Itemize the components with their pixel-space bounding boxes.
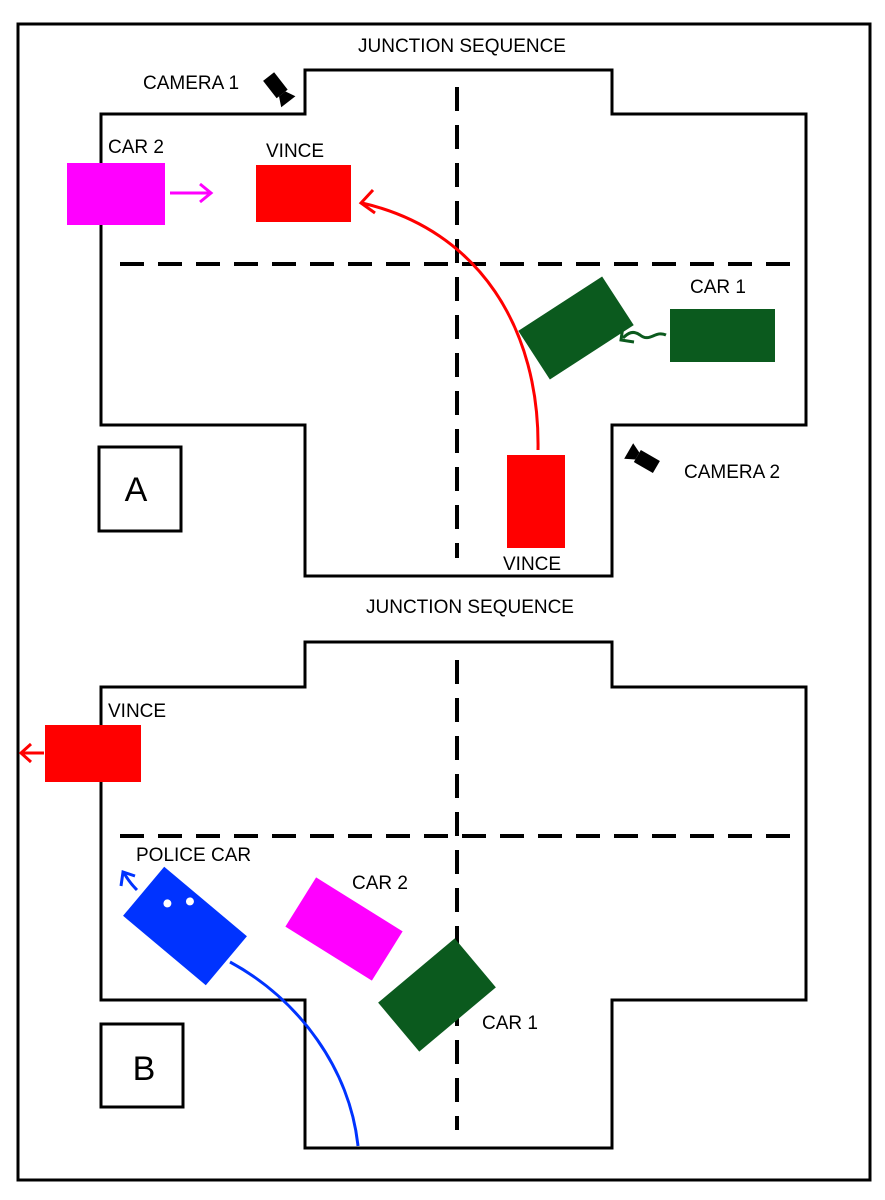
arrow-icon [170,182,214,204]
arrow-icon [358,188,376,215]
arrow-icon [619,325,667,344]
car-1-label: CAR 1 [690,277,746,298]
panel-b-title: JUNCTION SEQUENCE [366,597,574,618]
police-path [229,960,360,1147]
panel-a-title: JUNCTION SEQUENCE [358,36,566,57]
vince-car-top [256,165,351,222]
police-car [123,866,247,986]
camera-1-label: CAMERA 1 [143,73,239,94]
car-1-turning [518,276,634,380]
panel-a: JUNCTION SEQUENCE CAMERA 1 CAMERA 2 CAR … [67,36,808,578]
car-1 [378,938,496,1052]
car-1-label: CAR 1 [482,1013,538,1034]
junction-outline [99,640,808,1150]
car-2-label: CAR 2 [352,873,408,894]
vince-bottom-label: VINCE [503,554,561,575]
vince-path [361,201,540,451]
panel-a-letter-box [97,445,183,533]
car-2 [285,877,403,981]
camera-icon [624,443,660,474]
arrow-icon [18,742,44,764]
police-car-label: POLICE CAR [136,845,251,866]
vince-label: VINCE [108,701,166,722]
panel-b: JUNCTION SEQUENCE VINCE POLICE CAR CAR 2… [18,597,808,1150]
junction-outline [99,68,808,578]
vince-car [45,725,141,782]
panel-b-letter: B [133,1050,156,1088]
panel-b-letter-box [99,1022,185,1109]
car-1 [670,309,775,362]
outer-frame [16,22,872,1182]
camera-icon [263,72,296,108]
car-2-label: CAR 2 [108,137,164,158]
car-2 [67,163,165,225]
camera-2-label: CAMERA 2 [684,462,780,483]
vince-car-bottom [507,455,565,548]
panel-a-letter: A [125,471,148,509]
vince-top-label: VINCE [266,141,324,162]
arrow-icon [119,870,139,892]
